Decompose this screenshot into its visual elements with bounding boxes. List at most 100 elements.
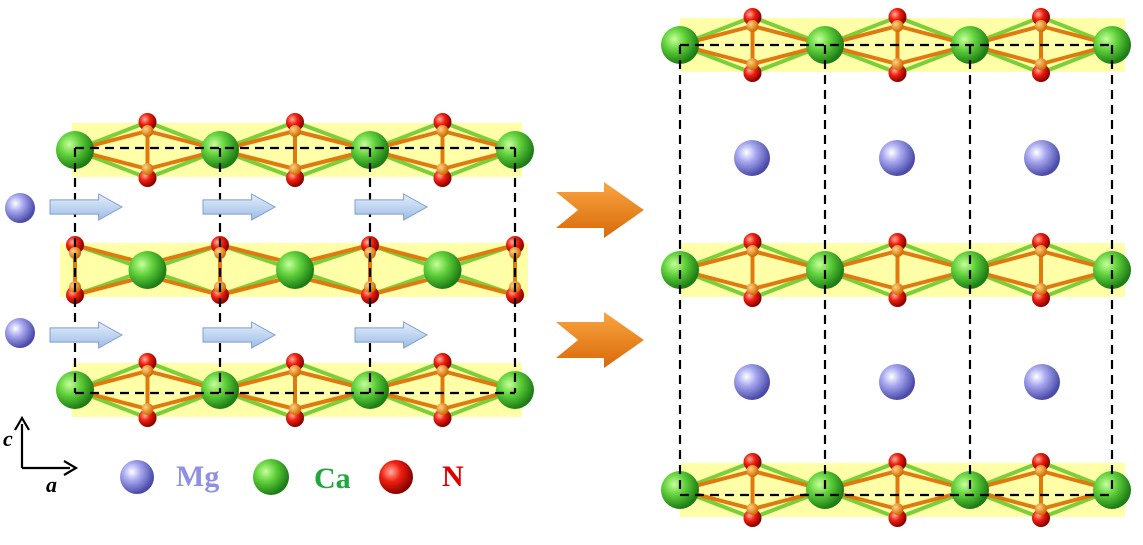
transformation-arrows bbox=[556, 182, 644, 368]
n-atom bbox=[138, 353, 157, 371]
axis-c-label: c bbox=[3, 426, 13, 451]
n-atom bbox=[1032, 64, 1050, 82]
legend-ca-icon bbox=[253, 459, 289, 495]
mg-atom bbox=[1024, 364, 1060, 400]
n-atom-inner bbox=[436, 365, 449, 377]
n-atom bbox=[433, 169, 452, 187]
n-atom-inner bbox=[1035, 503, 1047, 515]
n-atom-inner bbox=[436, 163, 449, 175]
n-atom-inner bbox=[746, 58, 759, 70]
n-atom-inner bbox=[289, 163, 301, 175]
shift-arrow bbox=[49, 321, 124, 349]
shift-arrow bbox=[49, 193, 124, 221]
n-atom bbox=[286, 409, 304, 427]
n-atom bbox=[1032, 289, 1050, 307]
n-atom bbox=[743, 453, 762, 471]
legend-n-icon bbox=[379, 460, 413, 494]
transform-arrow-top bbox=[556, 182, 644, 238]
n-atom bbox=[888, 453, 907, 471]
axis-a-arrowhead bbox=[63, 460, 79, 476]
legend-mg-icon bbox=[120, 460, 154, 494]
mg-atom bbox=[734, 364, 770, 400]
legend-ca-label: Ca bbox=[314, 462, 351, 495]
n-atom-inner bbox=[1035, 58, 1047, 70]
n-atom bbox=[888, 8, 907, 26]
n-atom bbox=[286, 113, 304, 131]
n-atom-inner bbox=[141, 365, 154, 377]
n-atom bbox=[888, 289, 907, 307]
legend-mg-label: Mg bbox=[176, 460, 220, 493]
n-atom bbox=[888, 64, 907, 82]
right-structure-panel bbox=[661, 8, 1131, 527]
n-atom-inner bbox=[141, 125, 154, 137]
n-atom-inner bbox=[141, 403, 154, 415]
axis-indicator bbox=[14, 415, 79, 476]
n-atom bbox=[743, 8, 762, 26]
n-atom bbox=[433, 409, 452, 427]
n-atom-inner bbox=[891, 245, 904, 257]
n-atom bbox=[1032, 453, 1050, 471]
n-atom-inner bbox=[891, 58, 904, 70]
n-atom-inner bbox=[891, 503, 904, 515]
left-structure-panel bbox=[5, 113, 534, 427]
n-atom-inner bbox=[891, 283, 904, 295]
axis-c-arrowhead bbox=[14, 415, 30, 431]
shift-arrow bbox=[202, 193, 277, 221]
n-atom-inner bbox=[891, 20, 904, 32]
n-atom bbox=[1032, 8, 1050, 26]
mg-atom bbox=[879, 364, 915, 400]
ca-atom bbox=[423, 251, 462, 289]
n-atom bbox=[743, 64, 762, 82]
n-atom bbox=[286, 169, 304, 187]
n-atom-inner bbox=[746, 20, 759, 32]
mg-atom bbox=[734, 140, 770, 176]
n-atom bbox=[1032, 233, 1050, 251]
ca-atom bbox=[128, 251, 167, 289]
legend-n-label: N bbox=[442, 460, 464, 493]
n-atom bbox=[138, 409, 157, 427]
ca-atom bbox=[951, 471, 989, 509]
mg-atom bbox=[879, 140, 915, 176]
n-atom bbox=[1032, 509, 1050, 527]
n-atom-inner bbox=[891, 465, 904, 477]
n-atom-inner bbox=[1035, 283, 1047, 295]
n-atom-inner bbox=[289, 403, 301, 415]
n-atom-inner bbox=[746, 503, 759, 515]
ca-atom bbox=[276, 251, 314, 289]
mg-atom bbox=[5, 193, 35, 223]
n-atom-inner bbox=[1035, 245, 1047, 257]
legend-atoms bbox=[120, 459, 413, 495]
ca-atom bbox=[661, 471, 699, 509]
axis-a-label: a bbox=[46, 472, 57, 497]
n-atom bbox=[138, 113, 157, 131]
n-atom bbox=[433, 113, 452, 131]
n-atom-inner bbox=[289, 365, 301, 377]
n-atom bbox=[138, 169, 157, 187]
n-atom-inner bbox=[1035, 20, 1047, 32]
n-atom bbox=[743, 233, 762, 251]
n-atom bbox=[433, 353, 452, 371]
n-atom-inner bbox=[746, 283, 759, 295]
n-atom bbox=[888, 509, 907, 527]
n-atom-inner bbox=[746, 465, 759, 477]
mg-atom bbox=[5, 318, 35, 348]
n-atom-inner bbox=[141, 163, 154, 175]
shift-arrow bbox=[354, 193, 429, 221]
n-atom bbox=[888, 233, 907, 251]
transform-arrow-bottom bbox=[556, 312, 644, 368]
n-atom-inner bbox=[436, 125, 449, 137]
shift-arrow bbox=[202, 321, 277, 349]
mg-atom bbox=[1024, 140, 1060, 176]
n-atom bbox=[743, 509, 762, 527]
shift-arrow bbox=[354, 321, 429, 349]
n-atom-inner bbox=[289, 125, 301, 137]
n-atom-inner bbox=[1035, 465, 1047, 477]
ca-atom bbox=[1093, 471, 1131, 509]
n-atom-inner bbox=[436, 403, 449, 415]
n-atom-inner bbox=[746, 245, 759, 257]
n-atom bbox=[743, 289, 762, 307]
n-atom bbox=[286, 353, 304, 371]
ca-atom bbox=[806, 471, 844, 509]
